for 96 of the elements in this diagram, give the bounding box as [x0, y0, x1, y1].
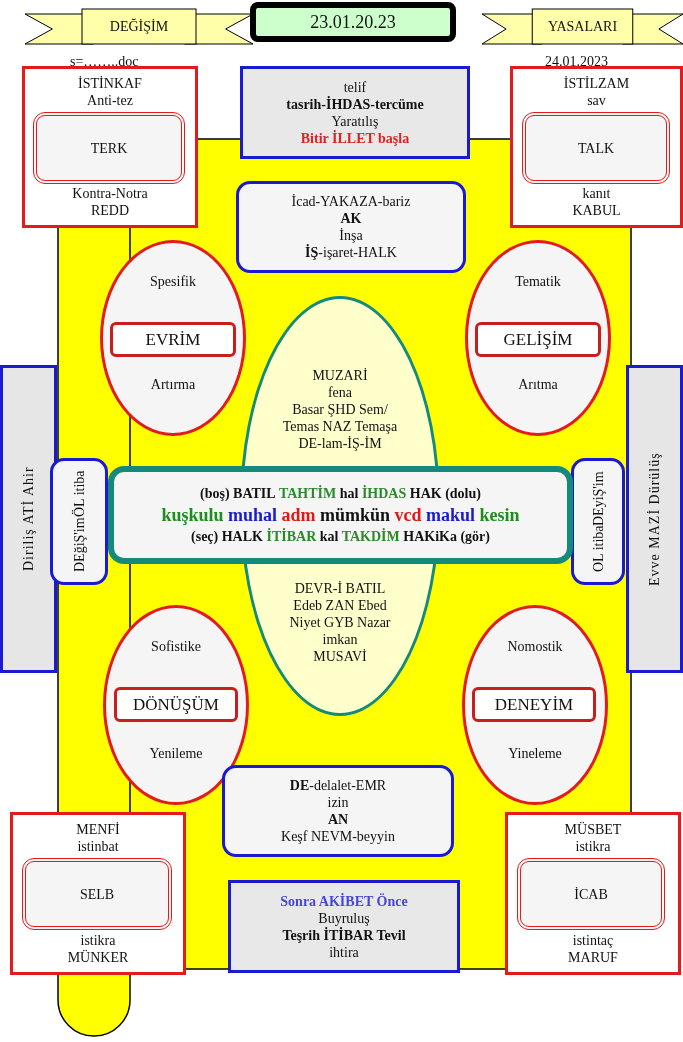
label-text: MUSAVİ [313, 648, 367, 665]
label-text: kanıt [581, 185, 612, 202]
label-text: istinbat [76, 838, 120, 855]
label-text: Basar ŞHD Sem/ [292, 401, 388, 418]
label-text: imkan [322, 631, 358, 648]
outlined-box [510, 66, 683, 228]
label-text: fena [327, 384, 353, 401]
label-text: Teşrih İTİBAR Tevil [282, 926, 406, 944]
rounded-box [114, 687, 238, 722]
label-text: Yineleme [507, 745, 563, 762]
label-text: telif [343, 78, 367, 96]
label-text: İSTİLZAM [562, 75, 631, 92]
rounded-box [110, 322, 236, 357]
label-text: EVRİM [145, 331, 201, 348]
label-text: Temas NAZ Temaşa [282, 418, 398, 435]
label-text: Evve MAZİ Dürülüş [646, 452, 663, 586]
label-text: Bitir İLLET başla [300, 129, 410, 147]
vertical-panel [626, 365, 683, 673]
label-text: kuşkulu muhal adm mümkün vcd makul kesin [161, 504, 520, 527]
label-text: DE-delalet-EMR [289, 777, 387, 794]
label-text: istintaç [571, 932, 615, 949]
label-text: OL itiba [589, 525, 607, 573]
outlined-box [505, 812, 681, 975]
rounded-panel [108, 466, 573, 564]
label-text: İŞ-işaret-HALK [305, 244, 397, 261]
label-text: Buyruluş [318, 909, 370, 927]
label-text: İSTİNKAF [77, 75, 143, 92]
label-text: İcad-YAKAZA-bariz [291, 193, 411, 210]
label-text: istikra [574, 838, 612, 855]
vertical-panel [0, 365, 57, 673]
label-text: DEyiŞ'im [589, 470, 607, 526]
rounded-box [222, 765, 454, 857]
label-text: MÜSBET [563, 821, 623, 838]
rounded-box [571, 458, 625, 585]
ribbon-banner [25, 8, 253, 48]
label-text: DEVR-İ BATIL [294, 580, 386, 597]
label-text: Anti-tez [86, 92, 134, 109]
label-text: MUZARİ [312, 367, 368, 384]
label-text: ihtira [329, 943, 359, 961]
label-text: DEğiŞ'im [70, 517, 88, 573]
label-text: ÖL itiba [70, 470, 88, 518]
label-text: Tematik [514, 273, 562, 290]
label-text: Sonra AKİBET Önce [280, 892, 408, 910]
label-text: İCAB [574, 885, 608, 903]
rounded-box [22, 858, 172, 930]
label-text: AN [327, 811, 349, 828]
label-text: DENEYİM [494, 696, 574, 713]
rounded-box [475, 322, 601, 357]
label-text: GELİŞİM [503, 331, 573, 348]
label-text: REDD [89, 202, 131, 219]
label-text: Spesifik [149, 273, 197, 290]
rounded-box [522, 112, 670, 184]
label-text: Yenileme [148, 745, 204, 762]
label-text: KABUL [571, 202, 622, 219]
label-text: TALK [577, 139, 615, 157]
outlined-box [10, 812, 186, 975]
label-text: sav [586, 92, 607, 109]
label-text: (boş) BATIL TAHTİM hal İHDAS HAK (dolu) [200, 485, 481, 502]
label-text: MENFİ [75, 821, 121, 838]
outlined-box [228, 880, 460, 973]
outlined-box [240, 66, 470, 159]
rounded-box [50, 458, 108, 585]
label-text: 23.01.20.23 [310, 13, 396, 31]
label-text: Kontra-Notra [71, 185, 149, 202]
label-text: MARUF [567, 949, 619, 966]
label-text: Artırma [149, 376, 197, 393]
label-text: Arıtma [517, 376, 559, 393]
outlined-box [22, 66, 198, 228]
ribbon-banner [482, 8, 683, 48]
label-text: TERK [90, 139, 128, 157]
label-text: İnşa [339, 227, 363, 244]
label-text: istikra [79, 932, 117, 949]
label-text: Niyet GYB Nazar [289, 614, 391, 631]
label-text: AK [340, 210, 362, 227]
label-text: (seç) HALK İTİBAR kal TAKDİM HAKiKa (gör) [191, 528, 490, 545]
note-text: 24.01.2023 [545, 54, 608, 70]
label-text: izin [327, 794, 349, 811]
label-text: Yaratılış [331, 112, 379, 130]
rounded-box [517, 858, 665, 930]
note-text: s=……..doc [70, 54, 139, 70]
label-text: DEĞİŞİM [109, 17, 169, 35]
label-text: Edeb ZAN Ebed [293, 597, 387, 614]
rounded-box [236, 181, 466, 273]
label-text: Diriliş ATİ Ahir [20, 466, 37, 572]
rounded-box [33, 112, 185, 184]
date-box [250, 2, 456, 42]
label-text: YASALARI [547, 17, 618, 35]
label-text: Nomostik [506, 638, 564, 655]
label-text: DE-lam-İŞ-İM [298, 435, 382, 452]
label-text: Sofistike [150, 638, 202, 655]
label-text: SELB [79, 885, 115, 903]
label-text: Keşf NEVM-beyyin [281, 828, 395, 845]
rounded-box [472, 687, 596, 722]
label-text: DÖNÜŞÜM [133, 696, 219, 713]
label-text: MÜNKER [66, 949, 130, 966]
label-text: tasrih-İHDAS-tercüme [286, 95, 424, 113]
